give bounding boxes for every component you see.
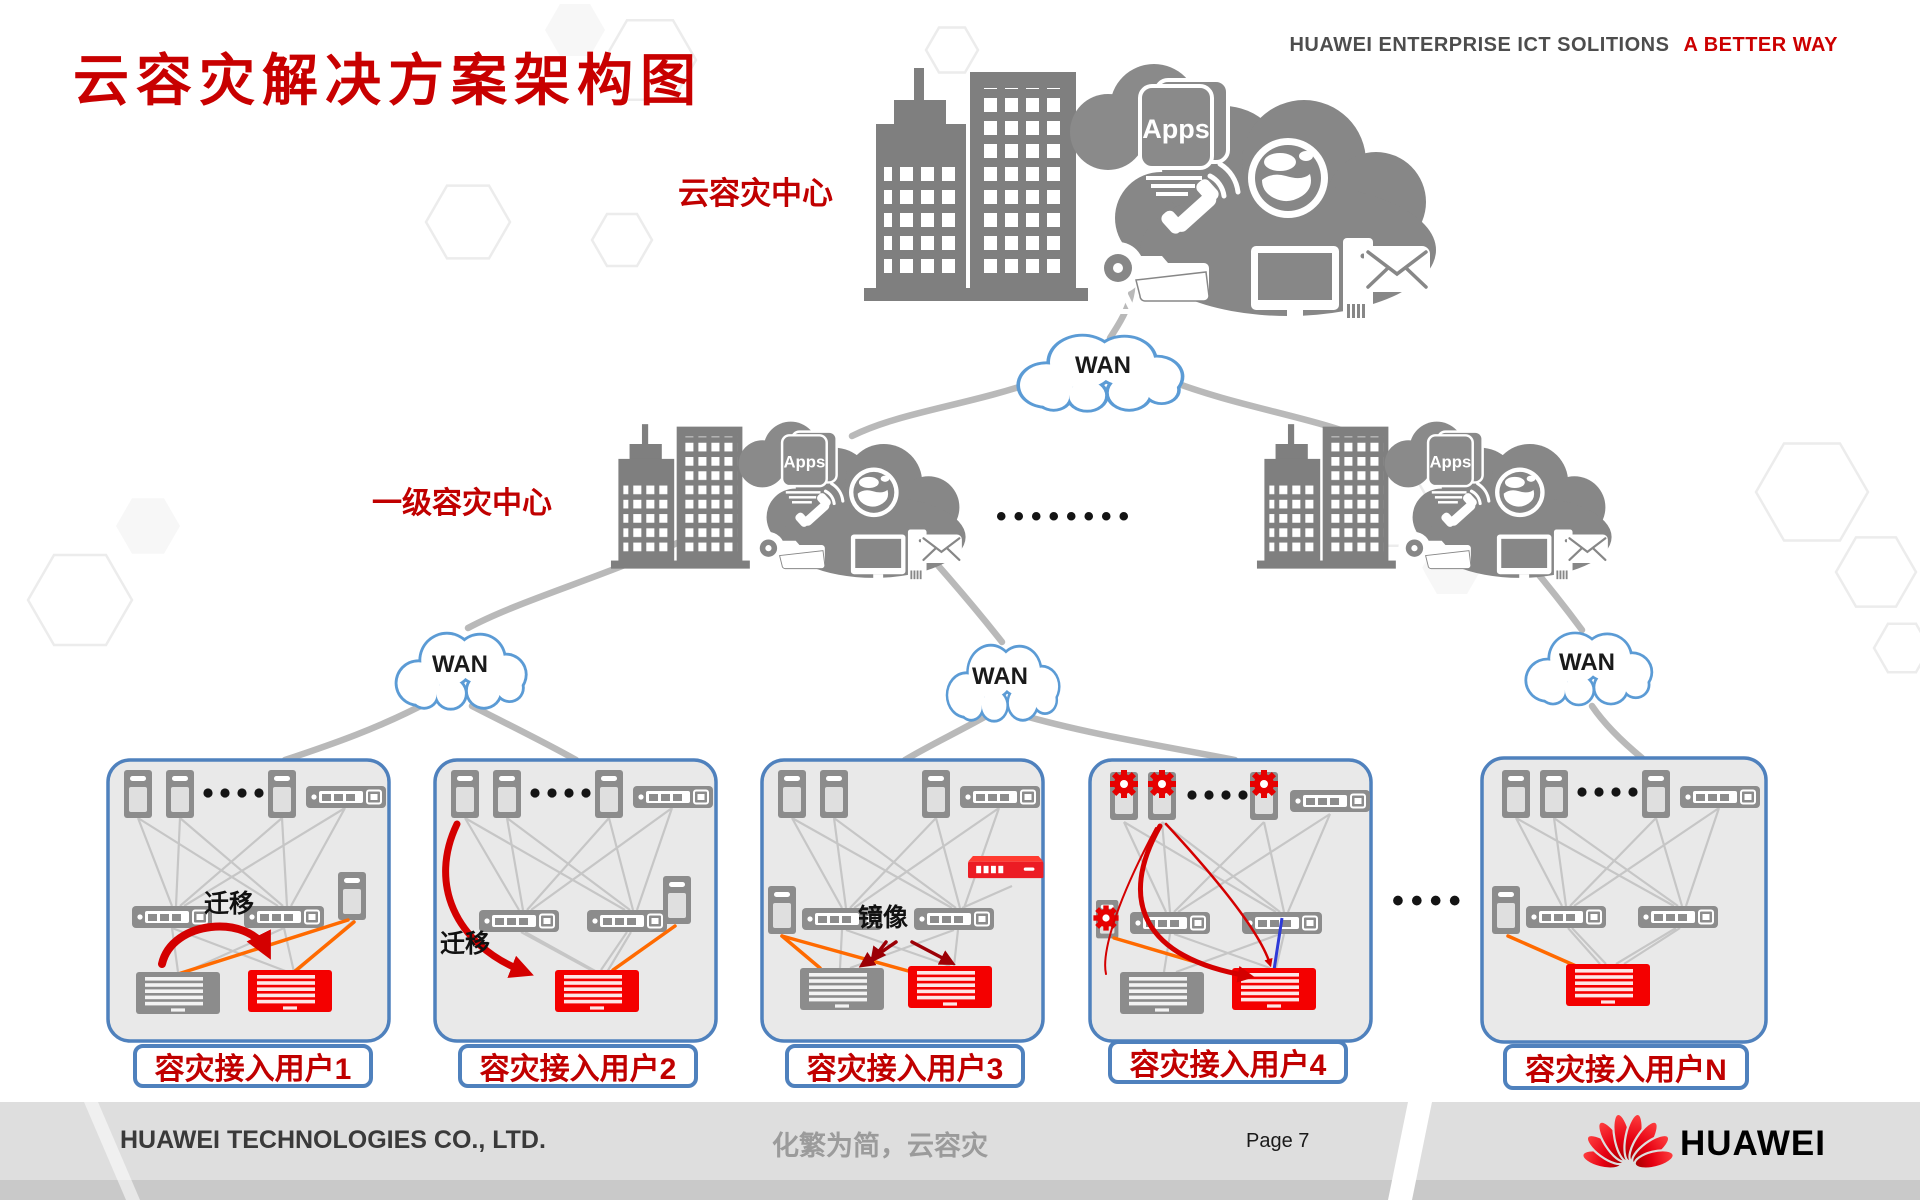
server-icon bbox=[338, 872, 366, 920]
page-title: 云容灾解决方案架构图 bbox=[73, 49, 703, 112]
switch-icon bbox=[243, 905, 325, 929]
level1-dr-center-label: 一级容灾中心 bbox=[372, 487, 552, 520]
server-icon bbox=[124, 770, 152, 818]
server-icon bbox=[663, 876, 691, 924]
switch-icon bbox=[913, 907, 995, 931]
storage-array-red-icon bbox=[1566, 964, 1650, 1006]
storage-array-icon bbox=[136, 972, 220, 1014]
migration-arrow bbox=[442, 820, 534, 978]
router-red-icon bbox=[968, 856, 1044, 879]
annotation-migration-1: 迁移 bbox=[204, 890, 255, 918]
wan-label-right: WAN bbox=[1559, 649, 1615, 676]
storage-array-icon bbox=[800, 968, 884, 1010]
switch-icon bbox=[478, 909, 560, 933]
gear-icon bbox=[1110, 770, 1138, 798]
ellipsis-between-centers: •••••••• bbox=[996, 500, 1137, 533]
hexagon-decoration bbox=[26, 4, 1920, 674]
switch-icon bbox=[131, 905, 213, 929]
switch-icon bbox=[1289, 789, 1371, 813]
replication-link bbox=[1272, 917, 1284, 971]
storage-array-icon bbox=[1120, 972, 1204, 1014]
level1-dr-center-left-graphic bbox=[609, 420, 968, 585]
header-tagline: A BETTER WAY bbox=[1683, 34, 1838, 56]
switch-icon bbox=[959, 785, 1041, 809]
failover-arrow bbox=[1164, 822, 1273, 968]
storage-array-red-icon bbox=[908, 966, 992, 1008]
annotation-mirror-3: 镜像 bbox=[858, 904, 909, 932]
server-icon bbox=[820, 770, 848, 818]
level1-dr-center-right-graphic bbox=[1255, 420, 1614, 585]
server-icon bbox=[595, 770, 623, 818]
cloud-dr-center-label: 云容灾中心 bbox=[678, 176, 833, 211]
wan-label-left: WAN bbox=[432, 651, 488, 678]
switch-icon bbox=[632, 785, 714, 809]
site-label-2: 容灾接入用户2 bbox=[458, 1044, 698, 1088]
server-icon bbox=[768, 886, 796, 934]
migration-arrow bbox=[158, 922, 271, 968]
switch-icon bbox=[586, 909, 668, 933]
footer-logo-text: HUAWEI bbox=[1680, 1124, 1826, 1163]
user-site-box-2 bbox=[433, 758, 718, 1043]
failover-arrow bbox=[1104, 827, 1157, 975]
site-label-n: 容灾接入用户N bbox=[1503, 1044, 1749, 1090]
wan-label-top: WAN bbox=[1075, 352, 1131, 379]
huawei-logo-icon bbox=[1581, 1112, 1675, 1170]
gear-icon bbox=[1148, 770, 1176, 798]
switch-icon bbox=[1525, 905, 1607, 929]
server-icon bbox=[1540, 770, 1568, 818]
user-site-box-n bbox=[1480, 756, 1768, 1044]
header-brand: HUAWEI ENTERPRISE ICT SOLITIONS bbox=[1289, 34, 1670, 56]
mirror-arrow bbox=[870, 940, 888, 964]
annotation-migration-2: 迁移 bbox=[440, 930, 491, 958]
switch-icon bbox=[1129, 911, 1211, 935]
site-label-3: 容灾接入用户3 bbox=[785, 1044, 1025, 1088]
server-icon bbox=[166, 770, 194, 818]
server-icon bbox=[268, 770, 296, 818]
server-icon bbox=[1502, 770, 1530, 818]
site-label-4: 容灾接入用户4 bbox=[1108, 1040, 1348, 1084]
server-icon bbox=[1642, 770, 1670, 818]
server-icon bbox=[922, 770, 950, 818]
storage-array-red-icon bbox=[555, 970, 639, 1012]
server-icon bbox=[493, 770, 521, 818]
switch-icon bbox=[1637, 905, 1719, 929]
site-label-1: 容灾接入用户1 bbox=[133, 1044, 373, 1088]
server-icon bbox=[1492, 886, 1520, 934]
network-links bbox=[281, 258, 1646, 764]
mirror-arrow bbox=[910, 940, 956, 965]
switch-icon bbox=[305, 785, 387, 809]
switch-icon bbox=[1679, 785, 1761, 809]
footer-company: HUAWEI TECHNOLOGIES CO., LTD. bbox=[120, 1126, 546, 1154]
user-site-box-4 bbox=[1088, 758, 1373, 1043]
ellipsis-between-sites: •••• bbox=[1392, 882, 1468, 920]
server-icon bbox=[778, 770, 806, 818]
header-brand-line: HUAWEI ENTERPRISE ICT SOLITIONS A BETTER… bbox=[1289, 34, 1838, 57]
cloud-dr-center-graphic bbox=[864, 64, 1436, 324]
wan-label-mid: WAN bbox=[972, 663, 1028, 690]
server-icon bbox=[451, 770, 479, 818]
storage-array-red-icon bbox=[248, 970, 332, 1012]
gear-icon bbox=[1250, 770, 1278, 798]
failover-arrow bbox=[1137, 823, 1255, 983]
user-site-box-1 bbox=[106, 758, 391, 1043]
user-site-box-3 bbox=[760, 758, 1045, 1043]
footer-slogan: 化繁为简，云容灾 bbox=[772, 1131, 988, 1161]
footer-page-number: Page 7 bbox=[1246, 1130, 1310, 1152]
